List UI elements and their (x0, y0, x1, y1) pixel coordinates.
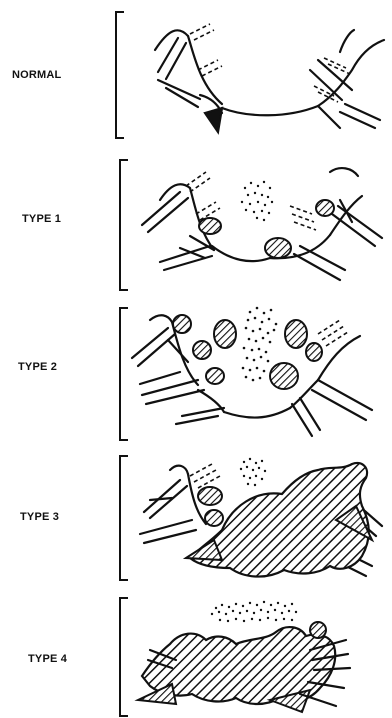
panel-label-type-2: TYPE 2 (18, 361, 57, 373)
hatched-cells (198, 487, 223, 526)
panel-type-4: TYPE 4 (28, 598, 350, 716)
tissue-outline (155, 30, 384, 132)
panel-label-type-3: TYPE 3 (20, 511, 59, 523)
panel-label-type-1: TYPE 1 (22, 213, 61, 225)
dot-cluster (241, 181, 273, 221)
panel-type-1: TYPE 1 (22, 160, 382, 290)
bracket (120, 598, 128, 716)
bracket (120, 160, 128, 290)
panel-label-normal: NORMAL (12, 69, 62, 81)
dot-cluster (211, 601, 297, 622)
bracket (120, 456, 128, 580)
dashed-processes (318, 320, 348, 346)
bracket (116, 12, 124, 138)
tissue-outline (142, 168, 382, 280)
hatched-cell (310, 622, 326, 638)
panel-normal: NORMAL (12, 12, 384, 138)
dashed-processes (190, 464, 220, 488)
panel-label-type-4: TYPE 4 (28, 653, 68, 665)
dot-cluster (240, 458, 266, 486)
hatched-cells (173, 315, 322, 389)
tissue-outline (132, 315, 372, 436)
panel-type-3: TYPE 3 (20, 456, 382, 580)
bracket (120, 308, 128, 440)
panel-type-2: TYPE 2 (18, 307, 372, 440)
dashed-processes (190, 24, 350, 102)
